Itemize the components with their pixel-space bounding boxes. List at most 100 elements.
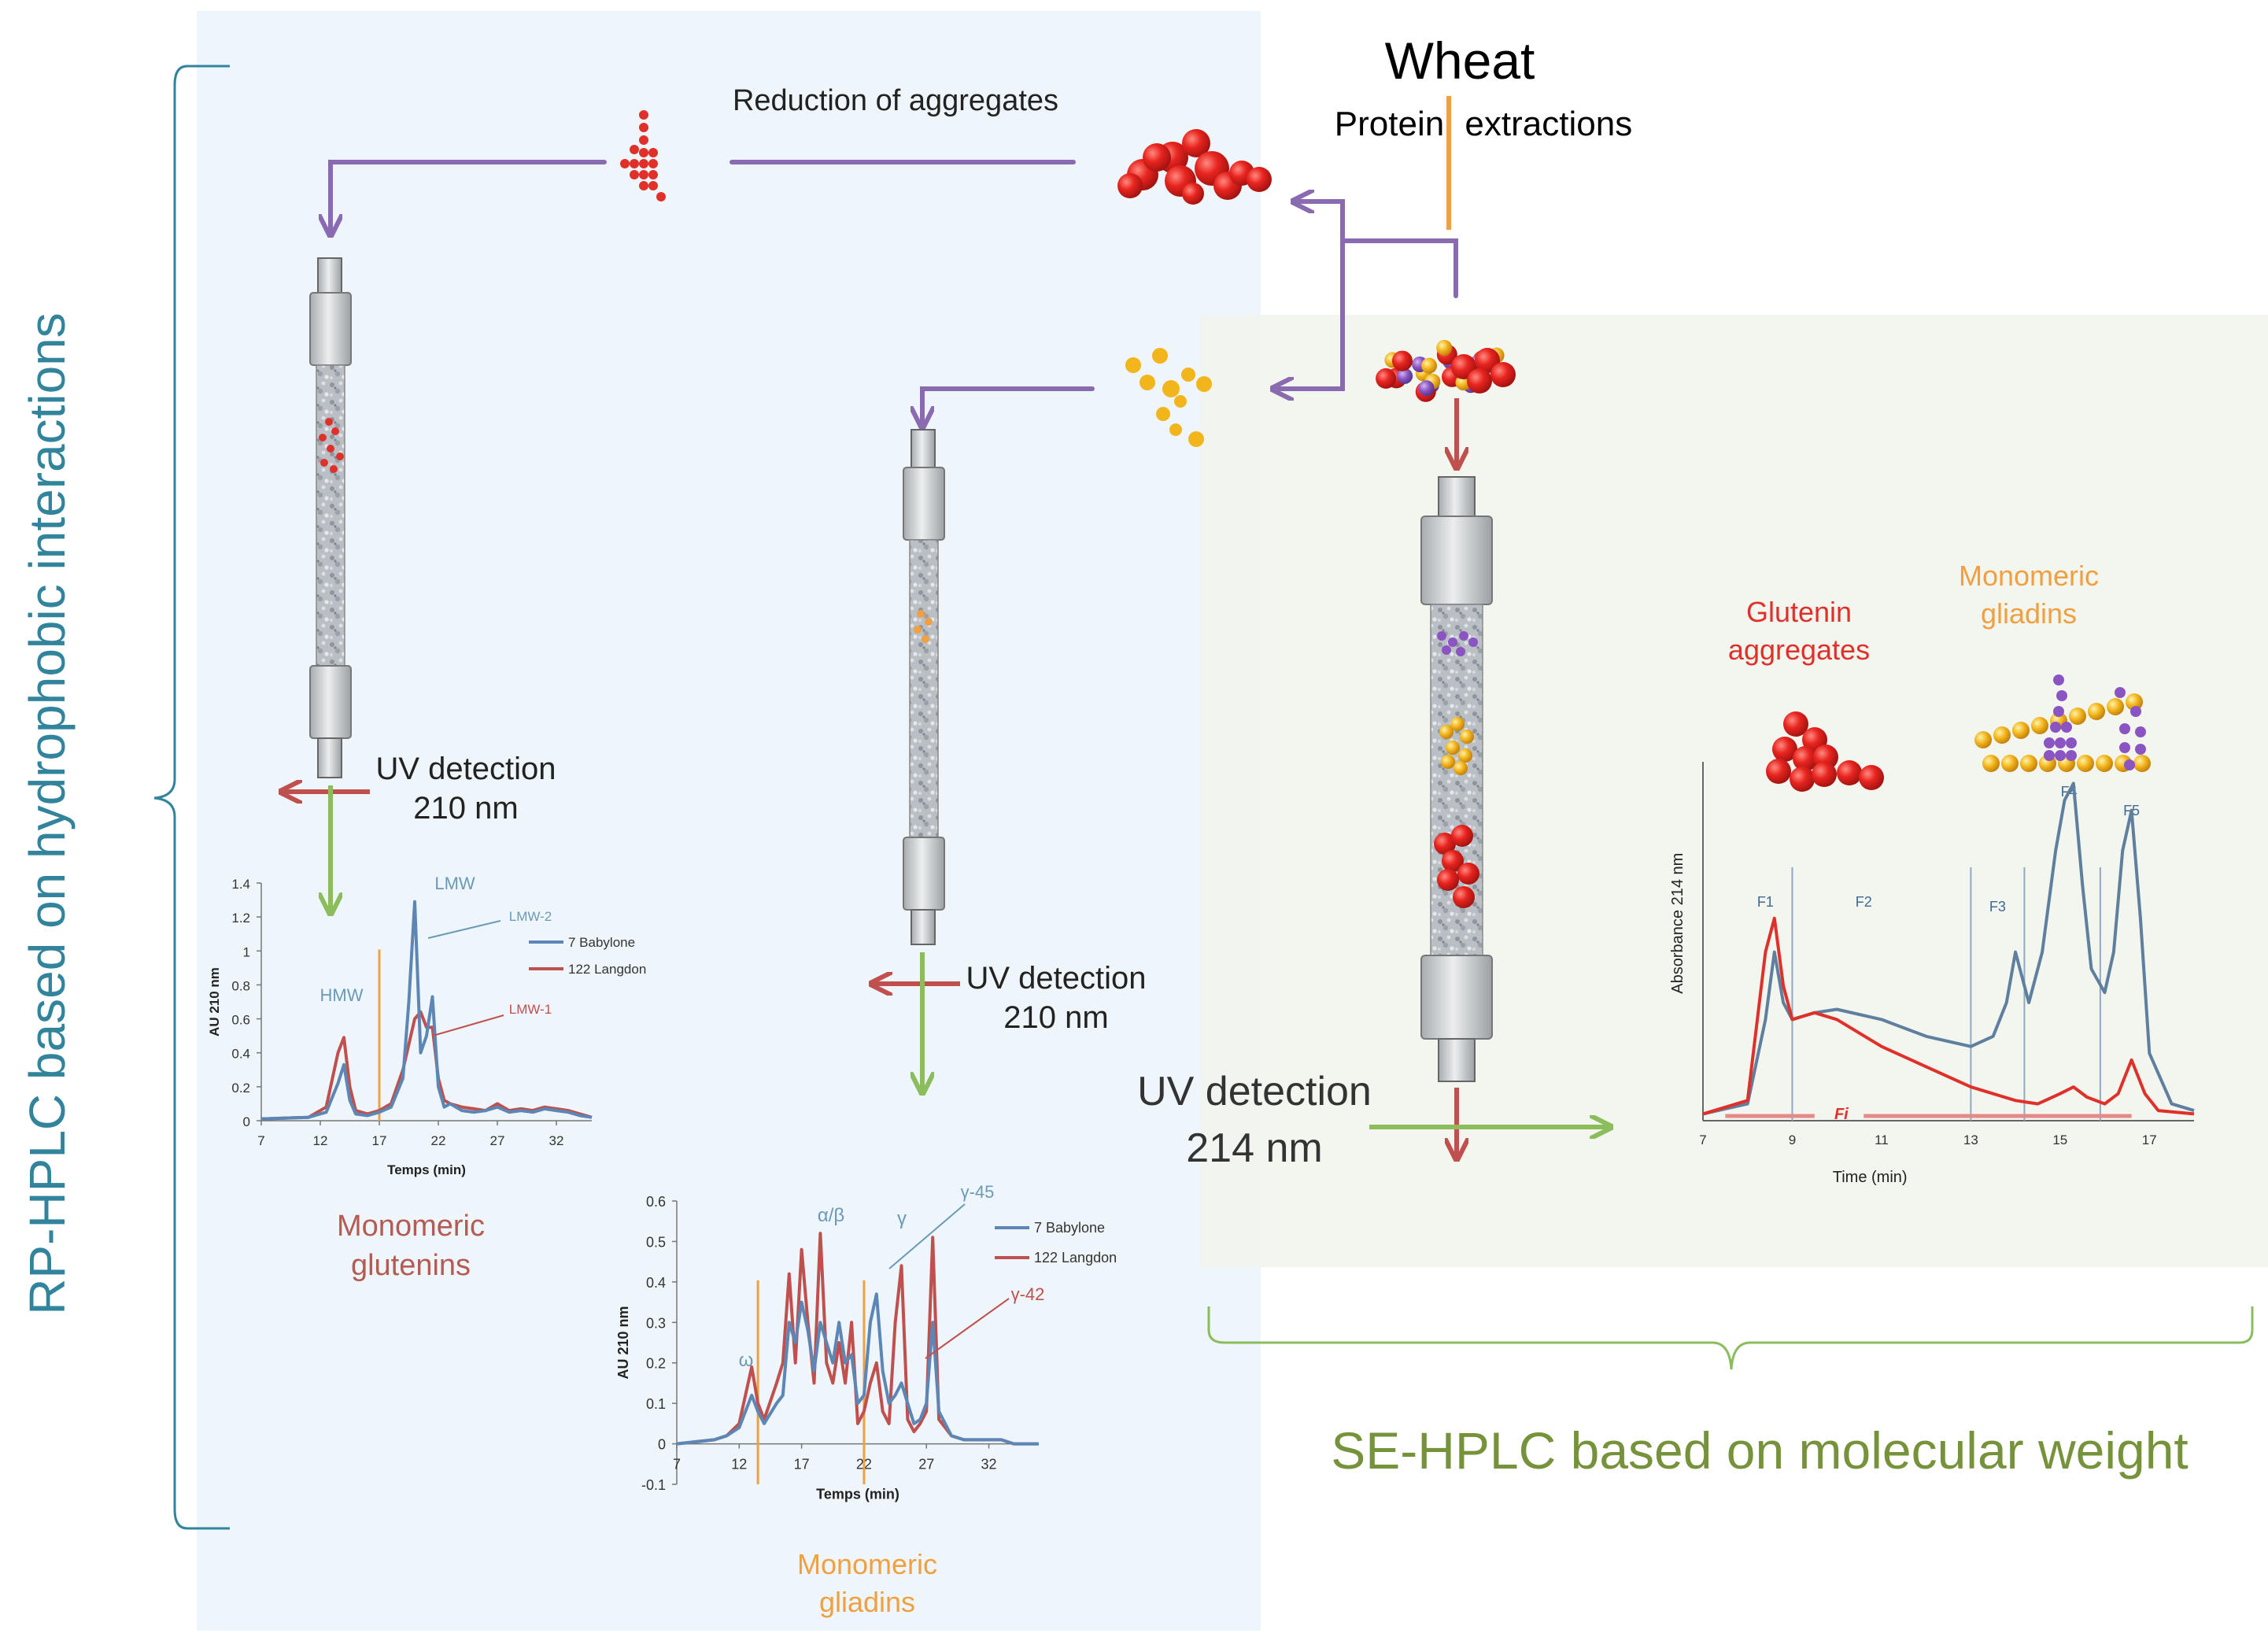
reduced-subunit-dot <box>639 148 648 157</box>
gliadin-dot <box>1140 375 1155 390</box>
se-purple-ball <box>2044 750 2055 761</box>
fraction-label: F2 <box>1856 894 1872 910</box>
glutenin-aggregates-line1: Glutenin <box>1746 596 1852 628</box>
se-yellow-band <box>1454 761 1468 775</box>
monomeric-glutenins-line1: Monomeric <box>337 1210 485 1243</box>
rp-hplc-panel <box>197 11 1261 1631</box>
reduced-subunit-dot <box>639 181 648 190</box>
annotation-pointer <box>888 1203 966 1269</box>
glutenin-aggregate-ball <box>1790 767 1815 792</box>
se-purple-ball <box>2119 723 2130 734</box>
annotation-gamma-45: γ-45 <box>961 1182 995 1202</box>
annotation-omega: ω <box>739 1350 754 1371</box>
mixed-protein-ball <box>1391 350 1413 371</box>
y-tick-label: 1 <box>243 944 250 959</box>
column-sample-dot <box>330 465 338 473</box>
glutenin-aggregate-ball <box>1837 760 1862 785</box>
se-series-line-2 <box>1702 916 2195 1116</box>
mixed-protein-ball <box>1467 368 1492 394</box>
se-red-band <box>1453 886 1475 908</box>
se-yellow-band <box>1441 755 1455 769</box>
x-tick-label: 17 <box>372 1133 387 1148</box>
rp-hplc-title: RP-HPLC based on hydrophobic interaction… <box>19 312 76 1315</box>
gliadin-dot <box>1169 423 1182 436</box>
y-axis-label: AU 210 nm <box>207 967 222 1036</box>
se-gliadin-ball <box>2107 698 2124 715</box>
mixed-protein-ball <box>1436 339 1453 356</box>
purple-flow-arrows <box>331 160 1458 425</box>
se-yellow-band <box>1458 748 1472 763</box>
se-column <box>1420 476 1493 1082</box>
y-axis-label: Absorbance 214 nm <box>1669 853 1686 994</box>
se-red-band <box>1457 863 1479 885</box>
reduced-subunit-dot <box>639 170 648 179</box>
se-purple-ball <box>2115 687 2126 698</box>
se-gliadin-ball <box>1974 731 1992 748</box>
arrow-to-rp-column-1-b <box>331 160 607 233</box>
se-hplc-brace <box>1207 1306 2254 1370</box>
se-gliadin-ball <box>2133 755 2151 772</box>
glutenin-aggregate-ball <box>1783 711 1808 737</box>
glutenin-aggregate-ball <box>1766 759 1791 784</box>
glutenin-aggregate-ball <box>1793 746 1818 771</box>
y-tick-label: 1.4 <box>231 877 250 892</box>
se-gliadin-ball <box>2012 722 2030 739</box>
column-sample-dot <box>917 610 925 618</box>
column-sample-dot <box>319 434 327 442</box>
uv-210-label-2: 210 nm <box>1003 1000 1108 1035</box>
se-purple-ball <box>2130 706 2141 717</box>
aggregate-ball <box>1182 129 1210 157</box>
y-tick-label: 0.4 <box>646 1275 666 1291</box>
se-gliadin-ball <box>1982 755 2000 772</box>
x-tick-label: 15 <box>2052 1133 2067 1147</box>
se-purple-band <box>1442 645 1451 655</box>
se-purple-ball <box>2061 722 2072 733</box>
reduced-subunit-dot <box>639 159 648 168</box>
gliadin-dot <box>1156 407 1170 421</box>
x-axis-label: Temps (min) <box>387 1162 466 1177</box>
se-purple-band <box>1468 637 1478 647</box>
annotation-gamma: γ <box>897 1208 907 1229</box>
aggregate-ball <box>1182 183 1204 205</box>
annotation-fi: Fi <box>1834 1106 1849 1123</box>
se-yellow-band <box>1439 725 1454 739</box>
se-monomeric-gliadins-line1: Monomeric <box>1959 560 2099 592</box>
se-purple-ball <box>2053 706 2064 717</box>
se-red-band <box>1437 869 1459 891</box>
se-gliadin-ball <box>2126 693 2143 711</box>
reduced-subunit-dot <box>630 159 639 168</box>
y-tick-label: 0.4 <box>231 1047 250 1062</box>
mixed-protein-ball <box>1376 368 1397 389</box>
column-sample-dot <box>922 635 929 643</box>
arrow-to-rp-column-2 <box>922 386 1095 425</box>
legend-label: 7 Babylone <box>1034 1220 1105 1236</box>
se-hplc-title: SE-HPLC based on molecular weight <box>1331 1421 2189 1480</box>
se-purple-ball <box>2055 750 2066 761</box>
column-sample-dot <box>327 445 334 453</box>
aggregate-ball <box>1143 143 1171 172</box>
annotation-gamma-42: γ-42 <box>1011 1284 1045 1304</box>
se-purple-ball <box>2055 737 2066 748</box>
se-gliadin-ball <box>2088 703 2105 720</box>
se-purple-band <box>1459 631 1468 641</box>
reduced-subunit-dot <box>620 159 630 168</box>
x-tick-label: 11 <box>1875 1133 1889 1147</box>
gliadin-dot <box>1196 376 1212 392</box>
x-tick-label: 9 <box>1789 1133 1796 1147</box>
aggregate-ball <box>1247 167 1272 192</box>
glutenin-aggregate-ball <box>1812 762 1837 787</box>
reduced-subunit-dot <box>639 110 648 120</box>
glutenin-aggregate-ball <box>1772 737 1797 762</box>
reduced-subunit-dot <box>639 135 648 145</box>
mixed-protein-ball <box>1397 368 1413 384</box>
series-line-2 <box>260 1010 593 1121</box>
x-tick-label: 7 <box>1699 1133 1706 1147</box>
y-tick-label: 0.3 <box>646 1315 666 1331</box>
split-arrow <box>1295 201 1458 298</box>
se-yellow-band <box>1446 741 1460 755</box>
y-tick-label: 0.5 <box>646 1234 666 1250</box>
uv-214-label: 214 nm <box>1186 1125 1322 1171</box>
se-purple-ball <box>2044 737 2055 748</box>
se-purple-ball <box>2135 726 2146 737</box>
